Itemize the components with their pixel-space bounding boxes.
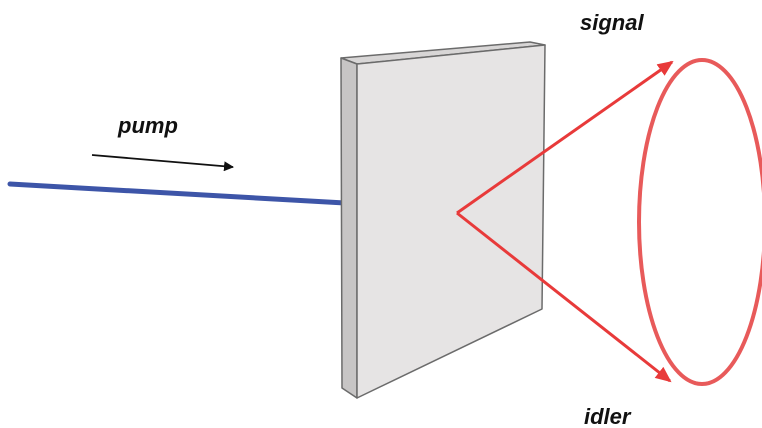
crystal-front-face — [356, 44, 546, 399]
pump-direction-arrow — [91, 154, 234, 172]
emission-ring — [637, 58, 762, 386]
pump-beam — [7, 181, 348, 206]
idler-beam — [456, 211, 672, 383]
nonlinear-crystal — [340, 41, 546, 399]
signal-label: signal — [580, 10, 644, 35]
crystal-side-face — [340, 57, 358, 399]
idler-label: idler — [584, 404, 632, 428]
pump-label: pump — [117, 113, 178, 138]
signal-beam — [456, 60, 674, 215]
